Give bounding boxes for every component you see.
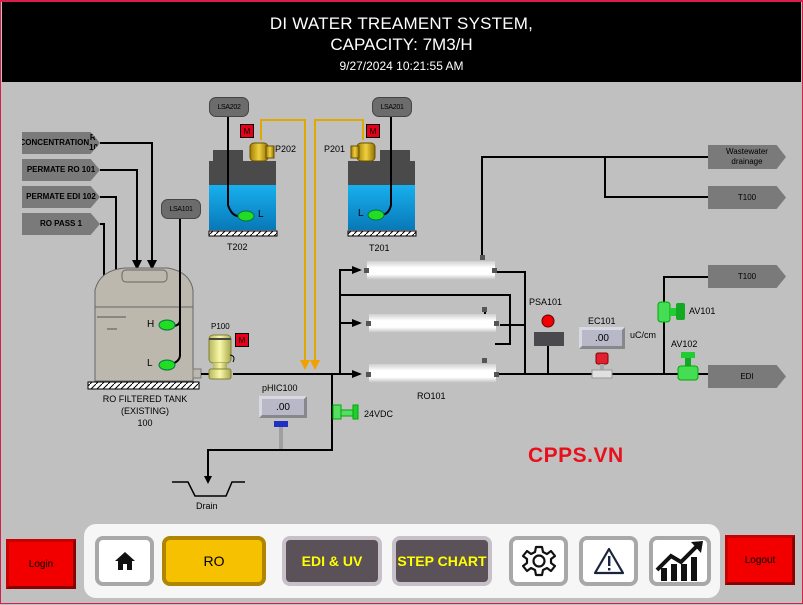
- t100-high-level-label: H: [147, 319, 155, 330]
- page-subtitle: CAPACITY: 7M3/H: [330, 35, 473, 54]
- ec101-sensor-graphic: [591, 352, 613, 379]
- pump-p100-mode[interactable]: M: [235, 333, 249, 347]
- inlet-tag-permate-edi102: PERMATE EDI 102: [22, 186, 100, 208]
- psa101-indicator: [541, 314, 555, 328]
- ec101-value: .00: [579, 327, 625, 349]
- ro101-label: RO101: [417, 391, 446, 401]
- t100-low-level-label: L: [147, 358, 153, 369]
- tank-t201-graphic: [347, 150, 417, 237]
- nav-ro-button[interactable]: RO: [162, 536, 266, 586]
- nav-edi-uv-button[interactable]: EDI & UV: [282, 536, 382, 586]
- drain-arrow: [204, 476, 212, 484]
- ec101-label: EC101: [588, 316, 616, 326]
- warning-icon: [593, 547, 624, 575]
- phic100-label: pHIC100: [262, 383, 298, 393]
- nav-step-chart-button[interactable]: STEP CHART: [392, 536, 492, 586]
- phic100-value: .00: [259, 396, 307, 418]
- window-top-border: [0, 0, 803, 2]
- page-title: DI WATER TREAMENT SYSTEM,: [269, 14, 534, 33]
- home-button[interactable]: [95, 536, 154, 586]
- outlet-tag-t100-top: T100: [708, 186, 786, 209]
- pump-p201-mode[interactable]: M: [366, 124, 380, 138]
- pump-p202-label: P202: [275, 144, 297, 154]
- tank-t202-label: T202: [227, 242, 248, 252]
- gear-icon: [521, 545, 556, 577]
- tank-t100-graphic: [87, 267, 202, 390]
- inlet-pipes: [100, 142, 153, 282]
- trend-chart-icon: [655, 541, 703, 581]
- tank-t100-label: RO FILTERED TANK(EXISTING)100: [102, 394, 188, 428]
- datetime-display: 9/27/2024 10:21:55 AM: [339, 59, 464, 73]
- t201-level-label: L: [358, 208, 364, 219]
- ph-sensor-graphic: [274, 421, 288, 449]
- trend-button[interactable]: [649, 536, 711, 586]
- t202-level-label: L: [258, 209, 264, 220]
- inlet-tag-permate-ro101: PERMATE RO 101: [22, 159, 100, 181]
- login-button[interactable]: Login: [6, 539, 76, 589]
- level-switch-lsa202[interactable]: LSA202: [209, 97, 249, 117]
- valve-24vdc-graphic: [332, 404, 359, 420]
- level-switch-lsa201[interactable]: LSA201: [372, 97, 412, 117]
- pump-p201-graphic: [350, 142, 376, 162]
- dosing-lines: [260, 119, 364, 362]
- psa101-body: [534, 332, 564, 346]
- av102-graphic: [677, 352, 699, 381]
- inlet-tag-ro-pass1: RO PASS 1: [22, 213, 100, 235]
- tank-t202-graphic: [208, 150, 278, 237]
- outlet-tag-t100-mid: T100: [708, 265, 786, 288]
- av102-label[interactable]: AV102: [671, 339, 698, 349]
- level-switch-lsa101[interactable]: LSA101: [161, 199, 201, 219]
- psa101-label: PSA101: [529, 297, 563, 307]
- logout-button[interactable]: Logout: [725, 535, 795, 585]
- drain-label: Drain: [196, 501, 218, 511]
- pump-p100-label: P100: [211, 322, 230, 331]
- pump-p202-mode[interactable]: M: [240, 124, 254, 138]
- ec101-unit: uC/cm: [630, 330, 657, 340]
- drain-pit: [172, 481, 245, 497]
- valve-24vdc-label[interactable]: 24VDC: [364, 409, 394, 419]
- av101-label[interactable]: AV101: [689, 306, 716, 316]
- tank-t201-label: T201: [369, 243, 390, 253]
- pump-p100-graphic: [208, 334, 235, 380]
- settings-button[interactable]: [509, 536, 568, 586]
- outlet-tag-edi: EDI: [708, 365, 786, 388]
- pump-p202-graphic: [249, 142, 275, 162]
- pump-p201-label: P201: [324, 144, 346, 154]
- av101-graphic: [657, 301, 685, 323]
- header-bar: DI WATER TREAMENT SYSTEM, CAPACITY: 7M3/…: [2, 2, 801, 82]
- ro-inlet-arrows: [352, 266, 362, 378]
- alarm-button[interactable]: [579, 536, 638, 586]
- ro-membranes: [364, 255, 499, 383]
- home-icon: [114, 552, 135, 570]
- brand-watermark: CPPS.VN: [528, 444, 624, 467]
